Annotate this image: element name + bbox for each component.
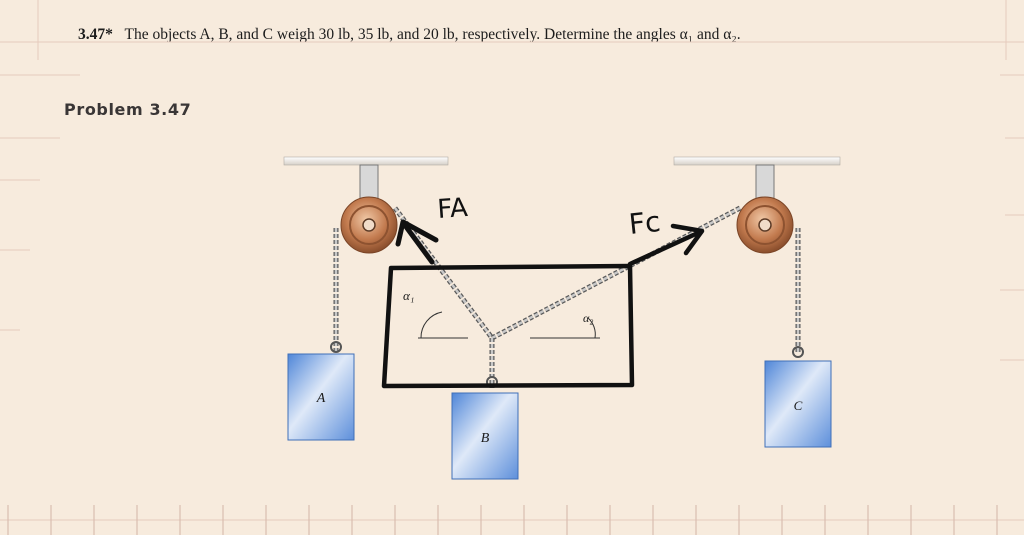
angle-alpha2 <box>530 317 600 339</box>
problem-number: 3.47* <box>78 26 113 43</box>
right-pulley <box>736 164 794 254</box>
left-ceiling <box>283 156 449 166</box>
block-c: C <box>764 360 832 448</box>
problem-label: Problem 3.47 <box>64 100 192 119</box>
problem-text: The objects A, B, and C weigh 30 lb, 35 … <box>124 26 741 43</box>
hook-a <box>330 341 342 353</box>
hook-c <box>792 346 804 358</box>
free-body-box <box>381 263 635 389</box>
alpha2-label: α₂ <box>583 311 593 325</box>
block-b: B <box>451 392 519 480</box>
force-arrow-c <box>627 223 705 267</box>
block-a: A <box>287 353 355 441</box>
right-ceiling <box>673 156 841 166</box>
left-pulley <box>340 164 398 254</box>
force-c-label: Fc <box>627 205 662 241</box>
problem-statement: 3.47* The objects A, B, and C weigh 30 l… <box>78 26 741 44</box>
angle-alpha1 <box>418 311 468 339</box>
force-a-label: FA <box>436 193 469 225</box>
block-a-label: A <box>316 391 326 406</box>
force-arrow-a <box>395 219 439 265</box>
alpha1-label: α₁ <box>403 288 414 303</box>
block-c-label: C <box>794 398 803 413</box>
paper-grid <box>0 0 1024 521</box>
block-b-label: B <box>481 431 490 446</box>
bottom-ruler <box>7 505 998 535</box>
